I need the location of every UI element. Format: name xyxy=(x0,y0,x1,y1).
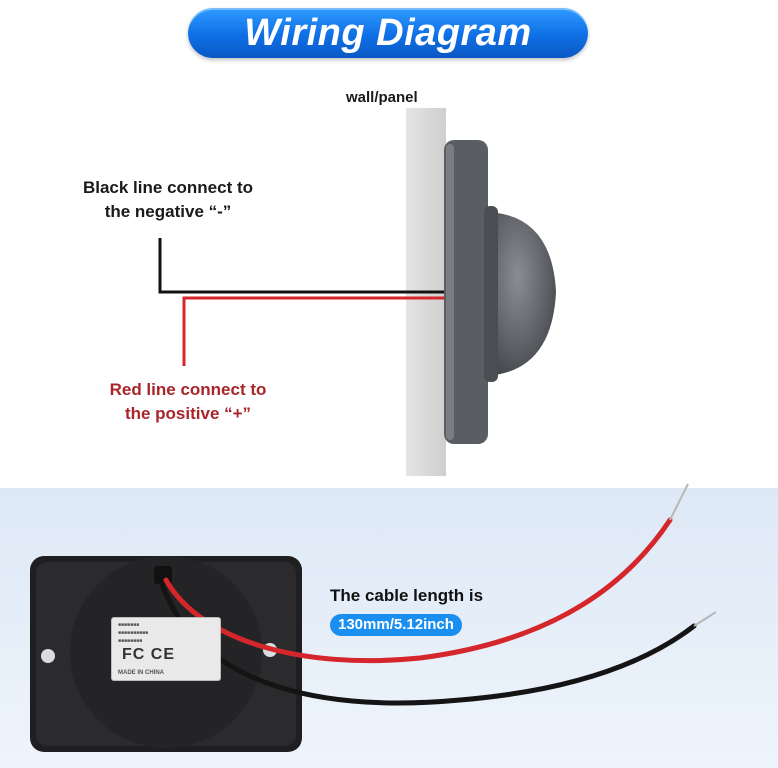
page-title: Wiring Diagram xyxy=(244,11,532,54)
socket-flange xyxy=(444,140,488,444)
red-line-label-1: Red line connect to xyxy=(109,380,267,399)
black-line-label: Black line connect to the negative “-” xyxy=(60,176,276,224)
red-cable-tip xyxy=(669,483,689,521)
red-line-label: Red line connect to the positive “+” xyxy=(80,378,296,426)
certification-plate: ■■■■■■■ ■■■■■■■■■■ ■■■■■■■■ FC CE MADE I… xyxy=(112,618,220,680)
red-line-label-2: the positive “+” xyxy=(124,404,252,423)
title-banner: Wiring Diagram xyxy=(188,8,588,58)
socket-flange-edge xyxy=(446,144,454,440)
socket-body xyxy=(486,212,556,376)
black-wire-upper xyxy=(158,238,444,294)
certification-marks: FC CE xyxy=(122,646,175,663)
red-wire-upper xyxy=(182,296,444,366)
mount-hole-left xyxy=(41,649,55,663)
plate-text-line: ■■■■■■■■ xyxy=(118,638,143,644)
black-cable-tip xyxy=(693,611,717,627)
plate-text-line: ■■■■■■■■■■ xyxy=(118,630,149,636)
plate-origin: MADE IN CHINA xyxy=(118,670,164,676)
black-line-label-2: the negative “-” xyxy=(104,202,232,221)
cable-length-badge: 130mm/5.12inch xyxy=(330,614,462,636)
plate-text-line: ■■■■■■■ xyxy=(118,622,140,628)
black-line-label-1: Black line connect to xyxy=(82,178,254,197)
cable-length-label: The cable length is xyxy=(330,586,484,605)
wall-label: wall/panel xyxy=(346,89,418,106)
socket-collar xyxy=(484,206,498,382)
